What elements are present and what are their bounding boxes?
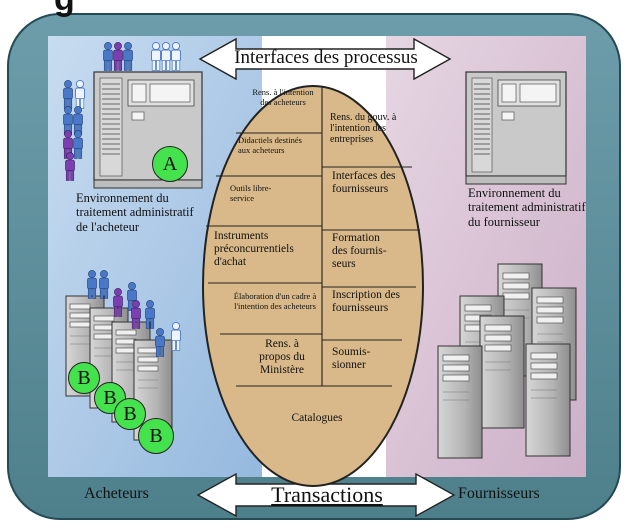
cell-supplier-training: Formation des fournis-seurs	[332, 232, 387, 271]
buyer-environment-label: Environnement du traitement administrati…	[76, 191, 194, 234]
cell-bidding: Soumis-sionner	[332, 346, 371, 372]
cell-catalogues: Catalogues	[291, 412, 343, 424]
buyers-label: Acheteurs	[84, 485, 149, 502]
process-interfaces-arrow	[198, 37, 452, 81]
cell-supplier-registration: Inscription des fournisseurs	[332, 289, 401, 315]
badge-a: A	[152, 146, 188, 182]
badge-b-4: B	[138, 418, 174, 454]
transactions-arrow	[196, 472, 456, 518]
cell-self-service-tools: Outils libre- service	[230, 183, 272, 203]
badge-b-1: B	[68, 362, 100, 394]
suppliers-label: Fournisseurs	[458, 485, 540, 502]
partial-title: g	[54, 0, 75, 19]
cell-gov-business-info: Rens. du gouv. à l'intention des entrepr…	[330, 112, 397, 146]
oval-dividers	[206, 86, 420, 387]
supplier-computer-icon	[465, 71, 567, 185]
cell-supplier-interfaces: Interfaces des fournisseurs	[332, 170, 396, 196]
process-interfaces-label: Interfaces des processus	[234, 47, 418, 68]
cell-pre-competitive-instruments: Instruments préconcurrentiels d'achat	[214, 230, 294, 269]
cell-ministry-info: Rens. à propos du Ministère	[259, 338, 305, 377]
supplier-environment-label: Environnement du traitement administrati…	[468, 186, 586, 229]
cell-buyer-info: Rens. à l'intention des acheteurs	[252, 87, 314, 107]
cell-buyer-tutorials: Didactiels destinés aux acheteurs	[238, 135, 302, 155]
transactions-label: Transactions	[271, 482, 383, 507]
cell-buyer-framework: Élaboration d'un cadre à l'intention des…	[233, 291, 317, 311]
